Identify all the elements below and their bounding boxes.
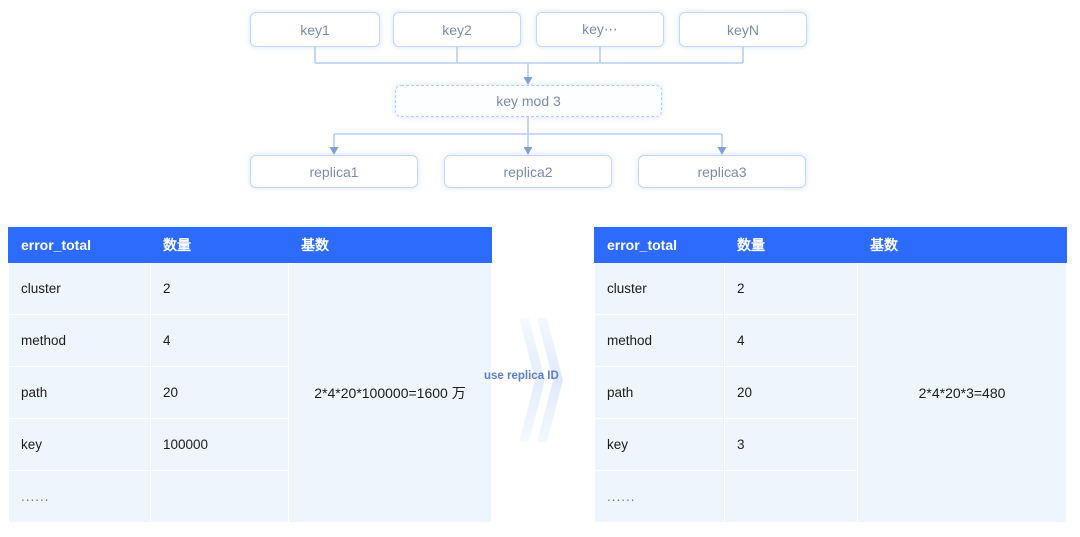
cell-label: key xyxy=(8,418,151,471)
transition-indicator: use replica ID xyxy=(484,310,598,450)
replica-node-2-label: replica2 xyxy=(503,163,553,180)
cell-count: 4 xyxy=(150,314,289,367)
cell-count: 2 xyxy=(724,262,858,315)
cell-count xyxy=(724,470,858,523)
table-row: cluster 2 2*4*20*100000=1600 万 xyxy=(8,262,492,523)
cell-count: 3 xyxy=(724,418,858,471)
table-header-row: error_total 数量 基数 xyxy=(8,227,492,263)
column-header-cardinality: 基数 xyxy=(288,227,492,263)
arrow-head-replica1 xyxy=(329,147,339,155)
table-row: ...... xyxy=(594,470,1067,523)
cell-count: 4 xyxy=(724,314,858,367)
key-node-3[interactable]: key⋯ xyxy=(536,12,664,47)
cell-count xyxy=(150,470,289,523)
cell-label: key xyxy=(594,418,725,471)
cell-count: 2 xyxy=(150,262,289,315)
replica-node-3-label: replica3 xyxy=(697,163,747,180)
table-row: method 4 xyxy=(594,314,1067,367)
key-node-2[interactable]: key2 xyxy=(393,12,521,47)
table-row: ...... xyxy=(8,470,492,523)
cell-cardinality-merged: 2*4*20*100000=1600 万 xyxy=(288,262,492,523)
arrow-head-replica2 xyxy=(523,147,533,155)
key-node-1-label: key1 xyxy=(300,21,330,38)
table-row: cluster 2 2*4*20*3=480 xyxy=(594,262,1067,523)
arrow-head-replica3 xyxy=(717,147,727,155)
column-header-error-total: error_total xyxy=(594,227,725,263)
before-table: error_total 数量 基数 cluster 2 2*4*20*10000… xyxy=(8,227,492,523)
cell-label: path xyxy=(594,366,725,419)
replica-node-3[interactable]: replica3 xyxy=(638,155,806,188)
cell-label: cluster xyxy=(594,262,725,315)
cell-label: cluster xyxy=(8,262,151,315)
cell-label: method xyxy=(594,314,725,367)
replica-node-2[interactable]: replica2 xyxy=(444,155,612,188)
hashing-diagram: key1 key2 key⋯ keyN key mod 3 replica1 r… xyxy=(0,0,1080,210)
key-node-2-label: key2 xyxy=(442,21,472,38)
table-header-row: error_total 数量 基数 xyxy=(594,227,1067,263)
key-node-3-label: key⋯ xyxy=(582,21,618,37)
table-row: key 3 xyxy=(594,418,1067,471)
cell-count: 20 xyxy=(724,366,858,419)
column-header-error-total: error_total xyxy=(8,227,151,263)
replica-node-1[interactable]: replica1 xyxy=(250,155,418,188)
key-node-1[interactable]: key1 xyxy=(250,12,380,47)
table-row: method 4 xyxy=(8,314,492,367)
cell-label-ellipsis: ...... xyxy=(594,470,725,523)
cell-label: path xyxy=(8,366,151,419)
column-header-count: 数量 xyxy=(150,227,289,263)
cell-count: 20 xyxy=(150,366,289,419)
table-row: path 20 xyxy=(8,366,492,419)
transition-label: use replica ID xyxy=(484,370,559,382)
table-row: key 100000 xyxy=(8,418,492,471)
replica-node-1-label: replica1 xyxy=(309,163,359,180)
cell-cardinality-merged: 2*4*20*3=480 xyxy=(857,262,1067,523)
hash-function-node[interactable]: key mod 3 xyxy=(395,85,662,117)
column-header-cardinality: 基数 xyxy=(857,227,1067,263)
hash-function-label: key mod 3 xyxy=(496,93,561,109)
cell-label: method xyxy=(8,314,151,367)
after-table: error_total 数量 基数 cluster 2 2*4*20*3=480… xyxy=(594,227,1067,523)
cell-count: 100000 xyxy=(150,418,289,471)
arrow-head-hash xyxy=(523,77,533,85)
column-header-count: 数量 xyxy=(724,227,858,263)
cell-label-ellipsis: ...... xyxy=(8,470,151,523)
key-node-n-label: keyN xyxy=(727,21,759,38)
key-node-n[interactable]: keyN xyxy=(679,12,807,47)
